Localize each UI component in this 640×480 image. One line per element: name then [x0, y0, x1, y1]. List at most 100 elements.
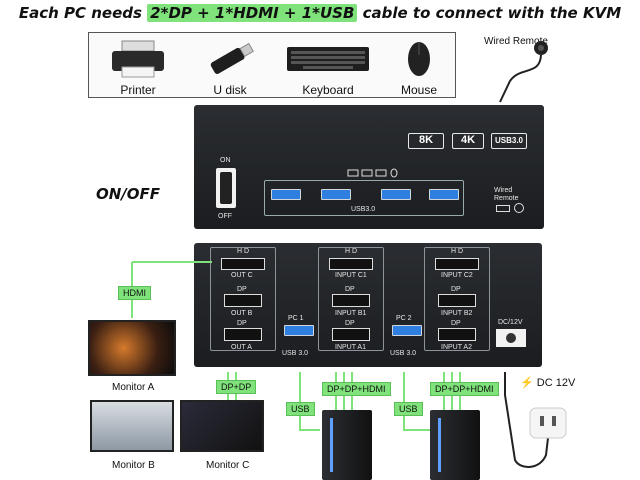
- dc-port-label: DC/12V: [498, 319, 523, 326]
- headline: Each PC needs 2*DP + 1*HDMI + 1*USB cabl…: [0, 4, 640, 22]
- power-adapter-icon: [529, 407, 567, 439]
- usb-drive-icon: [210, 42, 254, 74]
- pc2-usb-label: USB 3.0: [390, 350, 417, 357]
- power-switch[interactable]: [216, 168, 236, 208]
- hdmi-port[interactable]: [435, 258, 479, 270]
- dp-dp-tag: DP+DP: [216, 380, 257, 394]
- dp-label: DP: [237, 286, 247, 293]
- usb-tag-1: USB: [286, 402, 315, 416]
- pc2-usb-port[interactable]: [392, 325, 422, 336]
- pc1-label: PC 1: [288, 315, 304, 322]
- power-off-label: OFF: [218, 213, 232, 220]
- port-label: INPUT B2: [441, 310, 473, 317]
- usb-port-2[interactable]: [321, 189, 351, 200]
- dc-input-label: ⚡ DC 12V: [520, 376, 575, 389]
- monitor-c-label: Monitor C: [206, 460, 250, 471]
- badge-4k: 4K: [452, 133, 484, 149]
- power-on-label: ON: [220, 157, 231, 164]
- pc-1-light: [330, 418, 333, 472]
- monitor-c-screen: [182, 402, 262, 450]
- hdmi-label: H D: [451, 248, 464, 255]
- kvm-front-unit: H D OUT C DP OUT B DP OUT A PC 1 USB 3.0…: [194, 243, 542, 367]
- badge-usb3: USB3.0: [491, 133, 527, 149]
- dc-port-panel: [496, 329, 526, 347]
- peripheral-label: Mouse: [400, 83, 438, 97]
- dc-input-text: DC 12V: [536, 377, 576, 389]
- usb-port-4[interactable]: [429, 189, 459, 200]
- bolt-icon: ⚡: [520, 377, 534, 389]
- hdmi-port[interactable]: [329, 258, 373, 270]
- pc-1-tower: [322, 410, 372, 480]
- dp-label: DP: [345, 320, 355, 327]
- peripheral-label: U disk: [213, 83, 247, 97]
- hdmi-tag: HDMI: [118, 286, 151, 300]
- monitor-a-label: Monitor A: [112, 382, 155, 393]
- monitor-b-label: Monitor B: [112, 460, 155, 471]
- keyboard-icon: [287, 47, 369, 71]
- peripheral-mouse: Mouse: [389, 39, 449, 97]
- remote-jack-icon: [514, 203, 524, 213]
- headline-suffix: cable to connect with the KVM: [357, 4, 622, 22]
- usb-tag-2: USB: [394, 402, 423, 416]
- monitor-b: [90, 400, 174, 452]
- port-label: INPUT A1: [335, 344, 366, 351]
- port-label: INPUT A2: [441, 344, 472, 351]
- monitor-a: [88, 320, 176, 376]
- wired-remote-cable: [499, 41, 548, 103]
- usb-panel-label: USB3.0: [351, 206, 376, 213]
- usb-port-1[interactable]: [271, 189, 301, 200]
- port-label: OUT C: [231, 272, 253, 279]
- dp-port[interactable]: [438, 328, 476, 341]
- dp-port[interactable]: [224, 328, 262, 341]
- wired-remote-port[interactable]: [496, 205, 510, 212]
- dp-label: DP: [345, 286, 355, 293]
- pc1-cables-tag: DP+DP+HDMI: [322, 382, 391, 396]
- peripheral-printer: Printer: [103, 39, 173, 97]
- peripheral-label: Keyboard: [302, 83, 354, 97]
- port-label: INPUT C1: [335, 272, 367, 279]
- pc2-cables-tag: DP+DP+HDMI: [430, 382, 499, 396]
- usb-hub-panel: USB3.0: [264, 180, 464, 216]
- mouse-icon: [408, 42, 430, 76]
- pc-2-tower: [430, 410, 480, 480]
- monitor-c: [180, 400, 264, 452]
- peripheral-keyboard: Keyboard: [283, 39, 373, 97]
- monitor-b-screen: [92, 402, 172, 450]
- peripheral-icons-strip: [347, 168, 398, 178]
- peripheral-label: Printer: [120, 83, 156, 97]
- pc-2-light: [438, 418, 441, 472]
- pc2-label: PC 2: [396, 315, 412, 322]
- usb-port-3[interactable]: [381, 189, 411, 200]
- headline-highlight: 2*DP + 1*HDMI + 1*USB: [147, 4, 358, 22]
- headline-prefix: Each PC needs: [18, 4, 148, 22]
- wired-remote-port-label: Wired Remote: [494, 187, 519, 202]
- kvm-top-unit: 8K 4K USB3.0 ON OFF USB3.0 Wired Remote: [194, 105, 544, 229]
- dp-port[interactable]: [438, 294, 476, 307]
- dp-label: DP: [451, 320, 461, 327]
- badge-8k: 8K: [408, 133, 444, 149]
- dp-port[interactable]: [224, 294, 262, 307]
- port-label: INPUT C2: [441, 272, 473, 279]
- onoff-label: ON/OFF: [96, 185, 161, 203]
- printer-icon: [112, 40, 164, 78]
- port-label: INPUT B1: [335, 310, 367, 317]
- hdmi-port[interactable]: [221, 258, 265, 270]
- dp-port[interactable]: [332, 328, 370, 341]
- pc1-usb-port[interactable]: [284, 325, 314, 336]
- port-group-outputs: H D OUT C DP OUT B DP OUT A: [210, 247, 276, 351]
- hdmi-label: H D: [345, 248, 358, 255]
- dp-label: DP: [451, 286, 461, 293]
- port-label: OUT B: [231, 310, 253, 317]
- port-group-pc1-inputs: H D INPUT C1 DP INPUT B1 DP INPUT A1: [318, 247, 384, 351]
- dp-label: DP: [237, 320, 247, 327]
- peripheral-u-disk: U disk: [195, 39, 265, 97]
- dp-port[interactable]: [332, 294, 370, 307]
- port-label: OUT A: [231, 344, 252, 351]
- peripherals-box: Printer U disk Keyboard Mouse: [88, 32, 456, 98]
- dc-jack[interactable]: [506, 333, 516, 343]
- pc1-usb-label: USB 3.0: [282, 350, 309, 357]
- monitor-a-screen: [90, 322, 174, 374]
- hdmi-label: H D: [237, 248, 250, 255]
- wired-remote-label: Wired Remote: [484, 36, 548, 47]
